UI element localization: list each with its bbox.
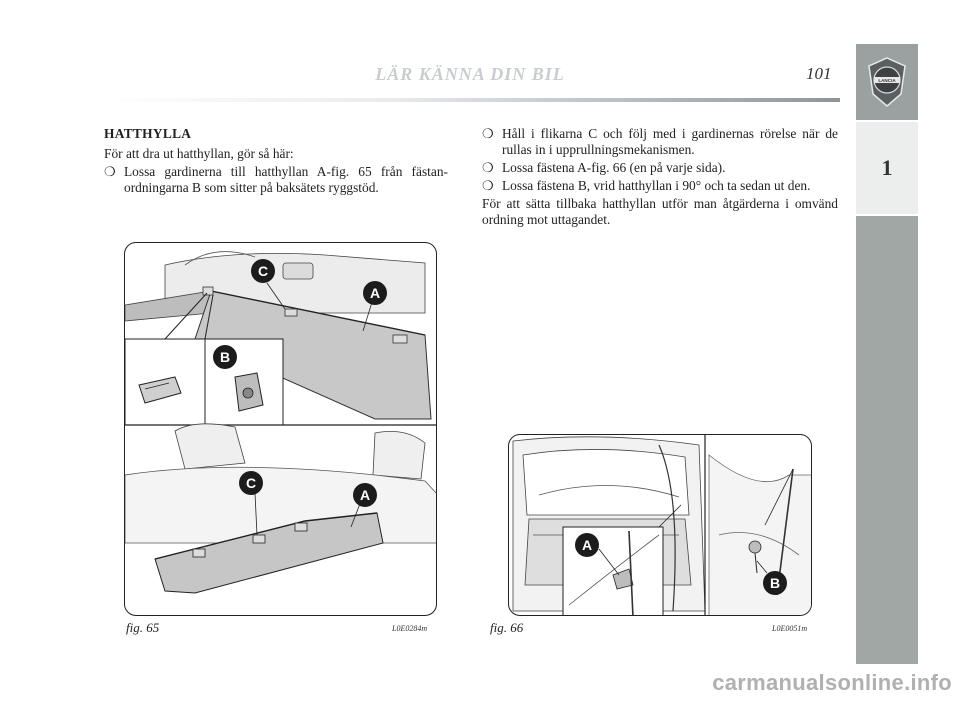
tab-separator — [856, 214, 918, 216]
callout-label: A — [582, 537, 592, 553]
logo-box: LANCIA — [856, 44, 918, 120]
header-rule — [100, 98, 840, 102]
figure-66-label: fig. 66 — [490, 620, 524, 635]
callout-badge: B — [213, 345, 237, 369]
callout-label: C — [246, 475, 256, 491]
left-text-column: HATTHYLLA För att dra ut hatthyllan, gör… — [104, 126, 448, 198]
callout-badge: C — [239, 471, 263, 495]
page-number: 101 — [806, 64, 832, 83]
figure-65-code: L0E0284m — [392, 624, 428, 633]
hat-shelf-drawing: C A B C A — [125, 251, 436, 594]
chapter-box: 1 — [856, 122, 918, 214]
bullet-icon: ❍ — [482, 178, 494, 193]
running-header-title: LÄR KÄNNA DIN BIL — [375, 64, 565, 84]
hat-shelf-fastener-drawing: A B — [512, 435, 811, 615]
watermark-text: carmanualsonline.info — [712, 670, 952, 695]
figure-65-illustration: C A B C A — [124, 242, 437, 616]
callout-label: A — [360, 487, 370, 503]
intro-paragraph: För att dra ut hatthyllan, gör så här: — [104, 146, 294, 161]
bullet-item: ❍ Lossa fästena A-fig. 66 (en på varje s… — [482, 160, 838, 176]
callout-badge: A — [363, 281, 387, 305]
right-text-column: ❍ Håll i flikarna C och följ med i gardi… — [482, 126, 838, 230]
bullet-icon: ❍ — [104, 164, 116, 179]
bullet-text: Håll i flikarna C och följ med i gardine… — [502, 126, 838, 157]
bullet-item: ❍ Håll i flikarna C och följ med i gardi… — [482, 126, 838, 158]
figure-66-code: L0E0051m — [772, 624, 808, 633]
chapter-side-tab: LANCIA 1 — [856, 44, 918, 664]
outro-paragraph: För att sätta tillbaka hatthyllan utför … — [482, 196, 838, 227]
section-heading: HATTHYLLA — [104, 126, 192, 141]
tab-separator — [856, 120, 918, 122]
chapter-number: 1 — [881, 155, 893, 180]
bullet-text: Lossa fästena B, vrid hatthyllan i 90° o… — [502, 178, 811, 193]
callout-badge: A — [353, 483, 377, 507]
bullet-text: Lossa gardinerna till hatthyllan A-fig. … — [124, 164, 448, 195]
figure-65-label: fig. 65 — [126, 620, 160, 635]
callout-label: B — [770, 575, 780, 591]
callout-label: B — [220, 349, 230, 365]
bullet-item: ❍ Lossa fästena B, vrid hatthyllan i 90°… — [482, 178, 838, 194]
callout-badge: A — [575, 533, 599, 557]
bullet-text: Lossa fästena A-fig. 66 (en på varje sid… — [502, 160, 726, 175]
callout-badge: B — [763, 571, 787, 595]
callout-badge: C — [251, 259, 275, 283]
bullet-item: ❍ Lossa gardinerna till hatthyllan A-fig… — [104, 164, 448, 196]
callout-label: A — [370, 285, 380, 301]
callout-label: C — [258, 263, 268, 279]
lancia-logo-icon: LANCIA — [868, 57, 906, 107]
bullet-icon: ❍ — [482, 126, 494, 141]
bullet-icon: ❍ — [482, 160, 494, 175]
figure-66-illustration: A B — [508, 434, 812, 616]
logo-text: LANCIA — [878, 78, 896, 83]
